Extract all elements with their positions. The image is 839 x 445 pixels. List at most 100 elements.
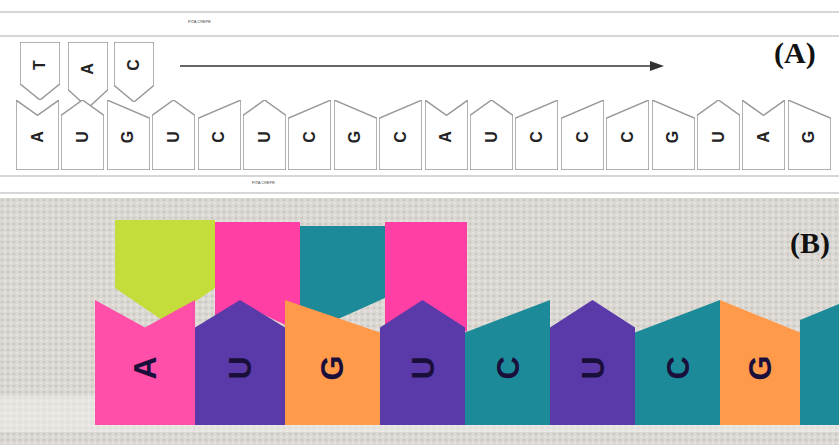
base-letter-holder: A <box>742 128 785 146</box>
arrow-head <box>650 61 664 71</box>
codon-tile: U <box>195 300 285 425</box>
codon-tile: U <box>243 100 286 170</box>
codon-tile: C <box>198 100 241 170</box>
base-letter-holder: C <box>515 128 558 146</box>
codon-tile: A <box>425 100 468 170</box>
codon-tile: U <box>470 100 513 170</box>
tape-note: FITA CREPE <box>252 181 275 185</box>
tape-edge <box>0 35 839 37</box>
codon-tile: C <box>561 100 604 170</box>
codon-tile: U <box>152 100 195 170</box>
tile-outline <box>68 42 108 108</box>
base-letter: C <box>491 356 523 379</box>
base-letter: U <box>224 356 256 379</box>
base-letter: U <box>711 131 727 143</box>
base-letter: G <box>347 131 363 143</box>
base-letter-holder: G <box>720 352 800 384</box>
base-letter: G <box>744 356 776 381</box>
base-letter-holder: A <box>95 352 195 384</box>
base-letter-holder: A <box>425 128 468 146</box>
codon-tile: A <box>95 300 195 425</box>
base-letter: G <box>665 131 681 143</box>
codon-tile: U <box>697 100 740 170</box>
base-letter: U <box>166 131 182 143</box>
codon-tile: G <box>720 300 800 425</box>
codon-tile: C <box>606 100 649 170</box>
tile-outline <box>114 42 154 102</box>
base-letter: C <box>302 131 318 143</box>
codon-tile: G <box>788 100 831 170</box>
base-letter: G <box>316 356 348 381</box>
base-letter-holder: U <box>152 128 195 146</box>
tape-edge <box>0 175 839 177</box>
base-letter: G <box>801 131 817 143</box>
base-letter: C <box>620 131 636 143</box>
base-letter-holder: G <box>788 128 831 146</box>
codon-tile: U <box>550 300 635 425</box>
paper-ground <box>0 0 839 197</box>
codon-tile: U <box>380 300 465 425</box>
codon-tile: A <box>16 100 59 170</box>
codon-tile: C <box>288 100 331 170</box>
base-letter: C <box>661 356 693 379</box>
tape-edge <box>0 192 839 194</box>
trna-piece <box>115 220 215 322</box>
base-letter: C <box>529 131 545 143</box>
base-letter-holder: G <box>652 128 695 146</box>
base-letter: C <box>574 131 590 143</box>
tape-edge <box>0 11 839 13</box>
codon-tile: C <box>379 100 422 170</box>
base-letter-holder: U <box>380 352 465 384</box>
base-letter-holder: T <box>20 56 60 74</box>
tile-outline <box>20 42 60 100</box>
base-letter-holder: C <box>606 128 649 146</box>
base-letter-holder: G <box>334 128 377 146</box>
base-letter-holder: A <box>16 128 59 146</box>
base-letter-holder: C <box>379 128 422 146</box>
base-letter-holder: C <box>465 352 550 384</box>
codon-tile: G <box>107 100 150 170</box>
base-letter-holder: U <box>550 352 635 384</box>
base-letter-holder: C <box>635 352 720 384</box>
base-letter: A <box>438 131 454 143</box>
mrna-piece <box>800 304 839 425</box>
base-letter: C <box>211 131 227 143</box>
panel-label: (A) <box>774 38 816 68</box>
codon-tile: G <box>652 100 695 170</box>
base-letter: U <box>75 131 91 143</box>
tape-note: FITA CREPE <box>188 20 211 24</box>
codon-tile: C <box>515 100 558 170</box>
codon-tile: G <box>334 100 377 170</box>
base-letter: U <box>576 356 608 379</box>
codon-tile: U <box>61 100 104 170</box>
base-letter: T <box>32 60 48 70</box>
base-letter-holder: C <box>288 128 331 146</box>
base-letter-holder: U <box>697 128 740 146</box>
base-letter-holder: C <box>561 128 604 146</box>
anticodon-tile: T <box>20 42 60 100</box>
base-letter: U <box>484 131 500 143</box>
codon-tile: A <box>742 100 785 170</box>
base-letter-holder: G <box>285 352 380 384</box>
photo-ground <box>0 198 839 445</box>
base-letter: C <box>393 131 409 143</box>
codon-tile: G <box>285 300 380 425</box>
base-letter-holder: C <box>114 56 154 74</box>
codon-tile: C <box>465 300 550 425</box>
base-letter: C <box>126 59 142 71</box>
base-letter: A <box>30 131 46 143</box>
base-letter: A <box>80 63 96 75</box>
direction-arrow <box>180 65 652 67</box>
base-letter-holder: G <box>107 128 150 146</box>
panel-label: (B) <box>790 228 830 258</box>
base-letter: G <box>120 131 136 143</box>
codon-tile: C <box>635 300 720 425</box>
base-letter: A <box>129 356 161 379</box>
base-letter: U <box>257 131 273 143</box>
base-letter: U <box>406 356 438 379</box>
base-letter-holder: U <box>470 128 513 146</box>
anticodon-tile: A <box>68 42 108 108</box>
base-letter-holder: U <box>195 352 285 384</box>
base-letter-holder: C <box>198 128 241 146</box>
base-letter-holder: A <box>68 60 108 78</box>
